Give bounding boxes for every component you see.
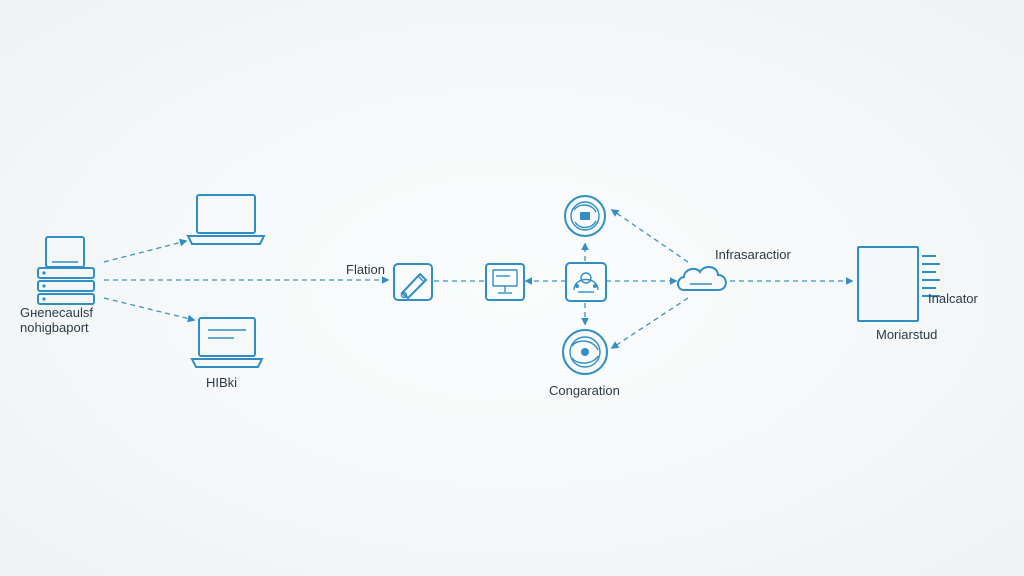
connectors: [103, 209, 854, 349]
server-stack-icon: [37, 236, 95, 305]
laptop-bottom-icon: [190, 317, 264, 368]
indicator-label: Inalcator: [928, 291, 978, 306]
source-label-line-2: nohigbaport: [20, 320, 89, 335]
monitor-label: Moriarstud: [876, 327, 938, 342]
hub-node-icon: [565, 262, 607, 302]
laptop-top-icon: [186, 194, 266, 245]
source-label-line-1: Gнenecaulsf: [20, 305, 93, 320]
connector-server-to-laptop-top: [103, 238, 188, 263]
tool-node-icon: [393, 263, 433, 301]
source-label: Gнenecaulsf nohigbaport: [20, 305, 93, 335]
bottom-disc-icon: [562, 329, 608, 375]
monitor-node-icon: [857, 246, 940, 322]
display-node-icon: [485, 263, 525, 301]
tool-node-label: Flation: [346, 262, 386, 277]
connector-cloud-to-bottom-disc: [610, 297, 689, 349]
top-disc-icon: [564, 195, 606, 237]
connector-cloud-to-top-disc: [610, 209, 689, 263]
connector-server-to-laptop-bottom: [103, 297, 196, 323]
config-label: Congaration: [549, 383, 620, 398]
cloud-icon: [677, 266, 727, 291]
infrastructure-label: Infrasaractior: [715, 247, 791, 262]
laptop-bottom-label: HIBki: [206, 375, 238, 390]
